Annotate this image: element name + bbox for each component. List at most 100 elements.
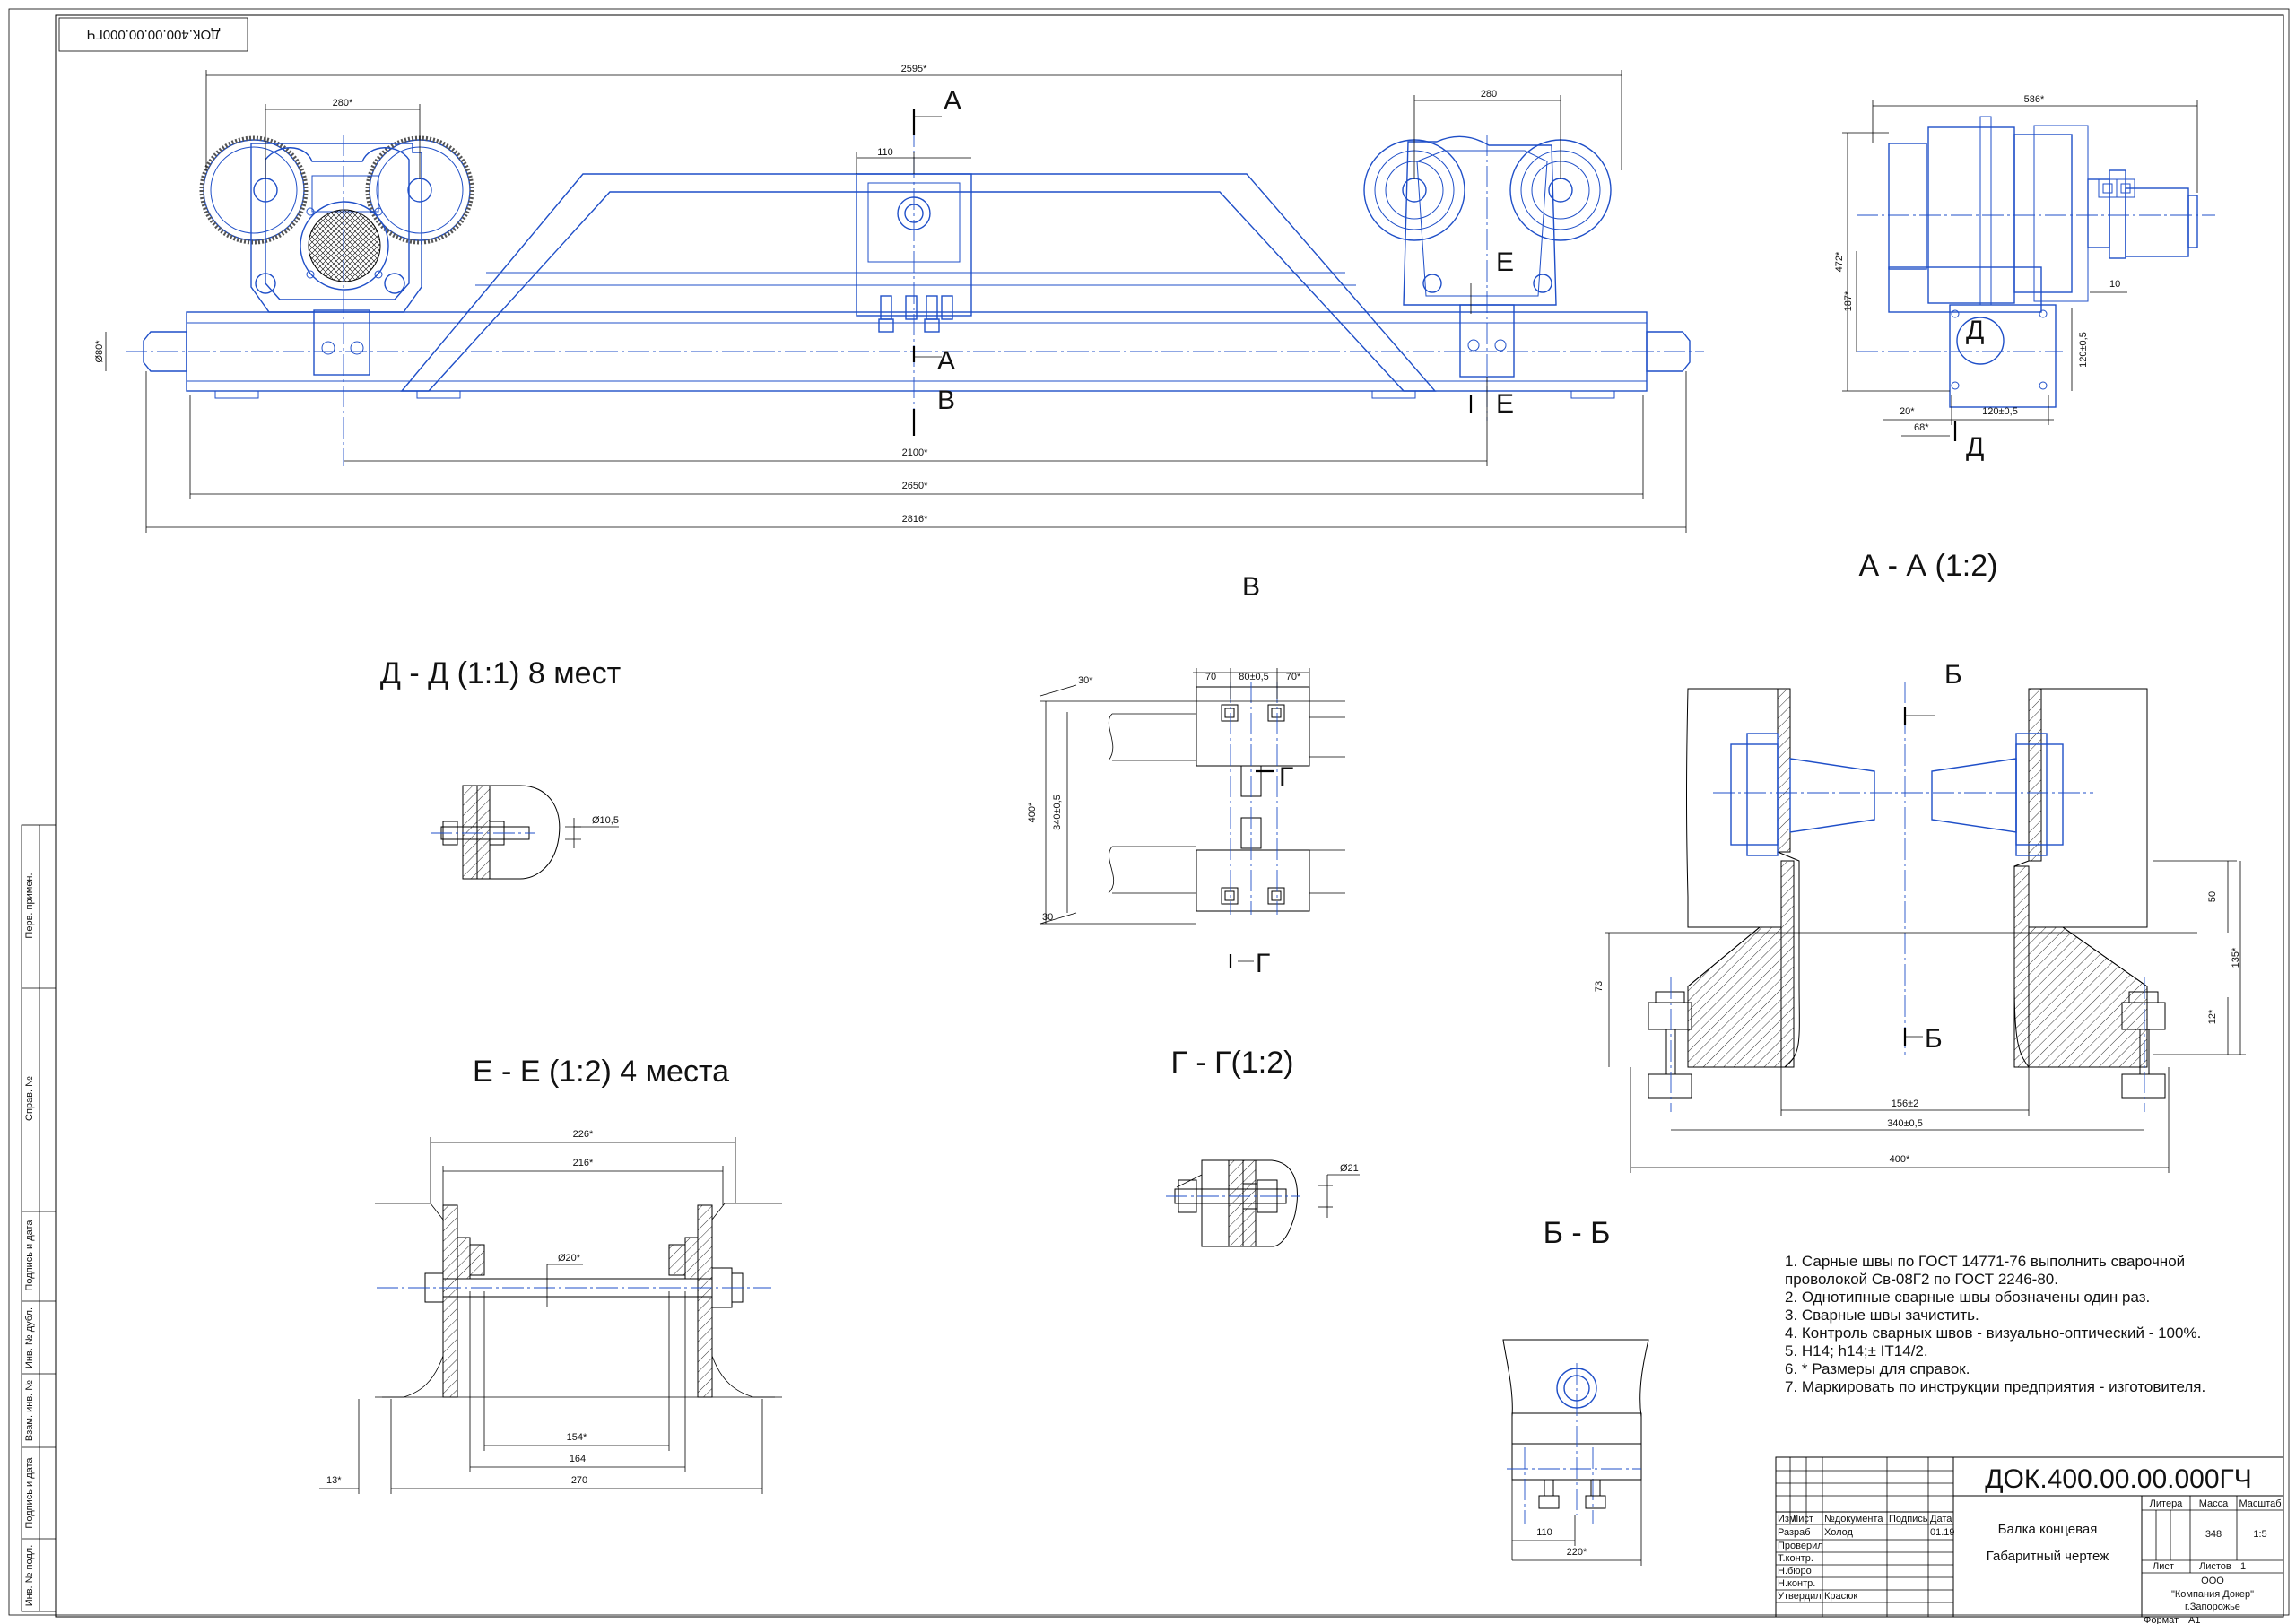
- section-aa: 586* 472* 187* 10 120±0,5 20* 120±0,5 68…: [1834, 94, 2215, 583]
- v-dim-80: 80±0,5: [1239, 672, 1269, 682]
- side-stamp-label-4: Инв. № дубл.: [24, 1307, 35, 1368]
- view-v-detail: 70 80±0,5 70* 30* 30 400* 340±0,5 Г Г: [1027, 668, 1345, 978]
- note-4: 4. Контроль сварных швов - визуально-опт…: [1785, 1324, 2201, 1342]
- tb-name-line1: Балка концевая: [1998, 1522, 2098, 1537]
- gg-dim: Ø21: [1340, 1163, 1359, 1174]
- note-7: 7. Маркировать по инструкции предприятия…: [1785, 1378, 2205, 1395]
- dd-dim: Ø10,5: [592, 815, 619, 826]
- b-dim-73: 73: [1594, 981, 1605, 992]
- dim-2816: 2816*: [902, 514, 928, 525]
- note-3: 3. Сварные швы зачистить.: [1785, 1307, 1979, 1324]
- section-mark-e-bottom: Е: [1496, 389, 1514, 419]
- dim-80: Ø80*: [94, 340, 105, 363]
- b-dim-135: 135*: [2231, 947, 2241, 968]
- v-dim-340: 340±0,5: [1052, 795, 1063, 830]
- b-dim-340: 340±0,5: [1887, 1118, 1923, 1129]
- aa-dim-68: 68*: [1914, 422, 1929, 433]
- note-1b: проволокой Св-08Г2 по ГОСТ 2246-80.: [1785, 1271, 2058, 1288]
- tb-code: ДОК.400.00.00.000ГЧ: [1985, 1464, 2252, 1494]
- b-dim-400: 400*: [1890, 1154, 1910, 1165]
- tb-head-list: Лист: [1792, 1514, 1813, 1524]
- ee-dim-270: 270: [571, 1475, 587, 1486]
- aa-mark-d-bottom: Д: [1966, 432, 1984, 462]
- tb-listov-value: 1: [2240, 1561, 2246, 1572]
- doc-code-rotated: ДОК.400.00.00.000ГЧ: [58, 17, 248, 52]
- section-mark-e-top: Е: [1496, 248, 1514, 277]
- inner-frame: [55, 14, 2284, 1618]
- note-2: 2. Однотипные сварные швы обозначены оди…: [1785, 1289, 2150, 1306]
- side-stamp: Перв. примен. Справ. № Подпись и дата Ин…: [21, 824, 57, 1612]
- ee-dim-226: 226*: [573, 1129, 594, 1140]
- tb-razrab-label: Разраб: [1778, 1527, 1811, 1538]
- tb-org-line3: г.Запорожье: [2185, 1602, 2240, 1612]
- aa-dim-20: 20*: [1900, 406, 1915, 417]
- side-stamp-label-1: Перв. примен.: [24, 873, 35, 938]
- dim-110: 110: [877, 147, 893, 158]
- section-gg: Г - Г(1:2) Ø21: [1166, 1046, 1360, 1247]
- section-dd: Д - Д (1:1) 8 мест Ø10,5: [380, 656, 621, 880]
- b-dim-12: 12*: [2207, 1009, 2218, 1024]
- bb-dim-110: 110: [1536, 1527, 1552, 1538]
- outer-frame: [8, 8, 2290, 1616]
- dim-280-right: 280: [1481, 89, 1497, 100]
- side-stamp-label-3: Подпись и дата: [24, 1220, 35, 1291]
- tb-listov-label: Листов: [2199, 1561, 2231, 1572]
- svg-text:ДОК.400.00.00.000ГЧ: ДОК.400.00.00.000ГЧ: [87, 27, 221, 42]
- tb-head-podp: Подпись: [1889, 1514, 1928, 1524]
- tb-head-izm: Изм: [1778, 1514, 1796, 1524]
- tb-razrab-name: Холод: [1824, 1527, 1854, 1538]
- aa-dim-10: 10: [2109, 279, 2120, 290]
- b-dim-50: 50: [2207, 891, 2218, 902]
- section-mark-a-bottom: А: [937, 346, 955, 376]
- tb-proveril-label: Проверил: [1778, 1541, 1823, 1551]
- aa-dim-187: 187*: [1843, 291, 1854, 311]
- dim-280-left: 280*: [333, 98, 353, 109]
- ee-dim-13: 13*: [326, 1475, 342, 1486]
- tb-org-line1: ООО: [2201, 1576, 2224, 1586]
- aa-title: А - А (1:2): [1859, 549, 1998, 583]
- main-view: 2595* 280* 280 110 Ø80* 2100* 2650* 2816…: [94, 64, 1704, 533]
- tb-head-ndoc: №документа: [1824, 1514, 1883, 1524]
- aa-dim-120-h: 120±0,5: [1982, 406, 2018, 417]
- v-mark-g-bottom: Г: [1256, 949, 1270, 978]
- tb-head-data: Дата: [1930, 1514, 1952, 1524]
- tb-format-label: Формат: [2144, 1615, 2179, 1624]
- section-mark-b: В: [937, 386, 955, 415]
- side-stamp-label-6: Подпись и дата: [24, 1457, 35, 1529]
- dim-2100: 2100*: [902, 447, 928, 458]
- tb-litera-label: Литера: [2150, 1498, 2184, 1509]
- note-6: 6. * Размеры для справок.: [1785, 1360, 1970, 1377]
- tb-tkontr-label: Т.контр.: [1778, 1553, 1813, 1564]
- section-ee: Е - Е (1:2) 4 места 226* 216* Ø20* 154*: [319, 1055, 782, 1494]
- gg-title: Г - Г(1:2): [1171, 1046, 1294, 1080]
- side-stamp-label-7: Инв. № подл.: [24, 1545, 35, 1607]
- side-stamp-label-5: Взам. инв. №: [24, 1380, 35, 1441]
- bb-title: Б - Б: [1544, 1216, 1611, 1250]
- dim-2650: 2650*: [902, 481, 928, 491]
- aa-dim-472: 472*: [1834, 251, 1845, 272]
- section-b-large: Б Б 73 50 135* 12* 156±2 340±0,5 400*: [1594, 660, 2246, 1173]
- dd-title: Д - Д (1:1) 8 мест: [380, 656, 621, 690]
- b-mark-top: Б: [1944, 660, 1962, 690]
- tb-masshtab-label: Масштаб: [2239, 1498, 2281, 1509]
- note-5: 5. H14; h14;± IT14/2.: [1785, 1342, 1928, 1359]
- aa-mark-d-top: Д: [1966, 316, 1984, 345]
- ee-dim-20: Ø20*: [558, 1253, 581, 1264]
- ee-dim-154: 154*: [567, 1432, 587, 1443]
- bb-dim-220: 220*: [1567, 1547, 1587, 1558]
- tb-massa-label: Масса: [2199, 1498, 2229, 1509]
- tb-format-value: A1: [2188, 1615, 2200, 1624]
- tb-utverdil-name: Красюк: [1824, 1591, 1857, 1602]
- section-bb: Б - Б 110 220*: [1502, 1216, 1649, 1566]
- b-mark-bottom: Б: [1925, 1024, 1943, 1054]
- technical-notes: 1. Сарные швы по ГОСТ 14771-76 выполнить…: [1785, 1253, 2205, 1395]
- section-mark-a-top: А: [944, 86, 961, 116]
- tb-name-line2: Габаритный чертеж: [1987, 1549, 2109, 1564]
- tb-list-label: Лист: [2152, 1561, 2174, 1572]
- ee-dim-216: 216*: [573, 1158, 594, 1168]
- view-v-label: В: [1242, 572, 1260, 602]
- v-dim-30-top: 30*: [1078, 675, 1093, 686]
- tb-massa-value: 348: [2205, 1529, 2222, 1540]
- tb-utverdil-label: Утвердил: [1778, 1591, 1822, 1602]
